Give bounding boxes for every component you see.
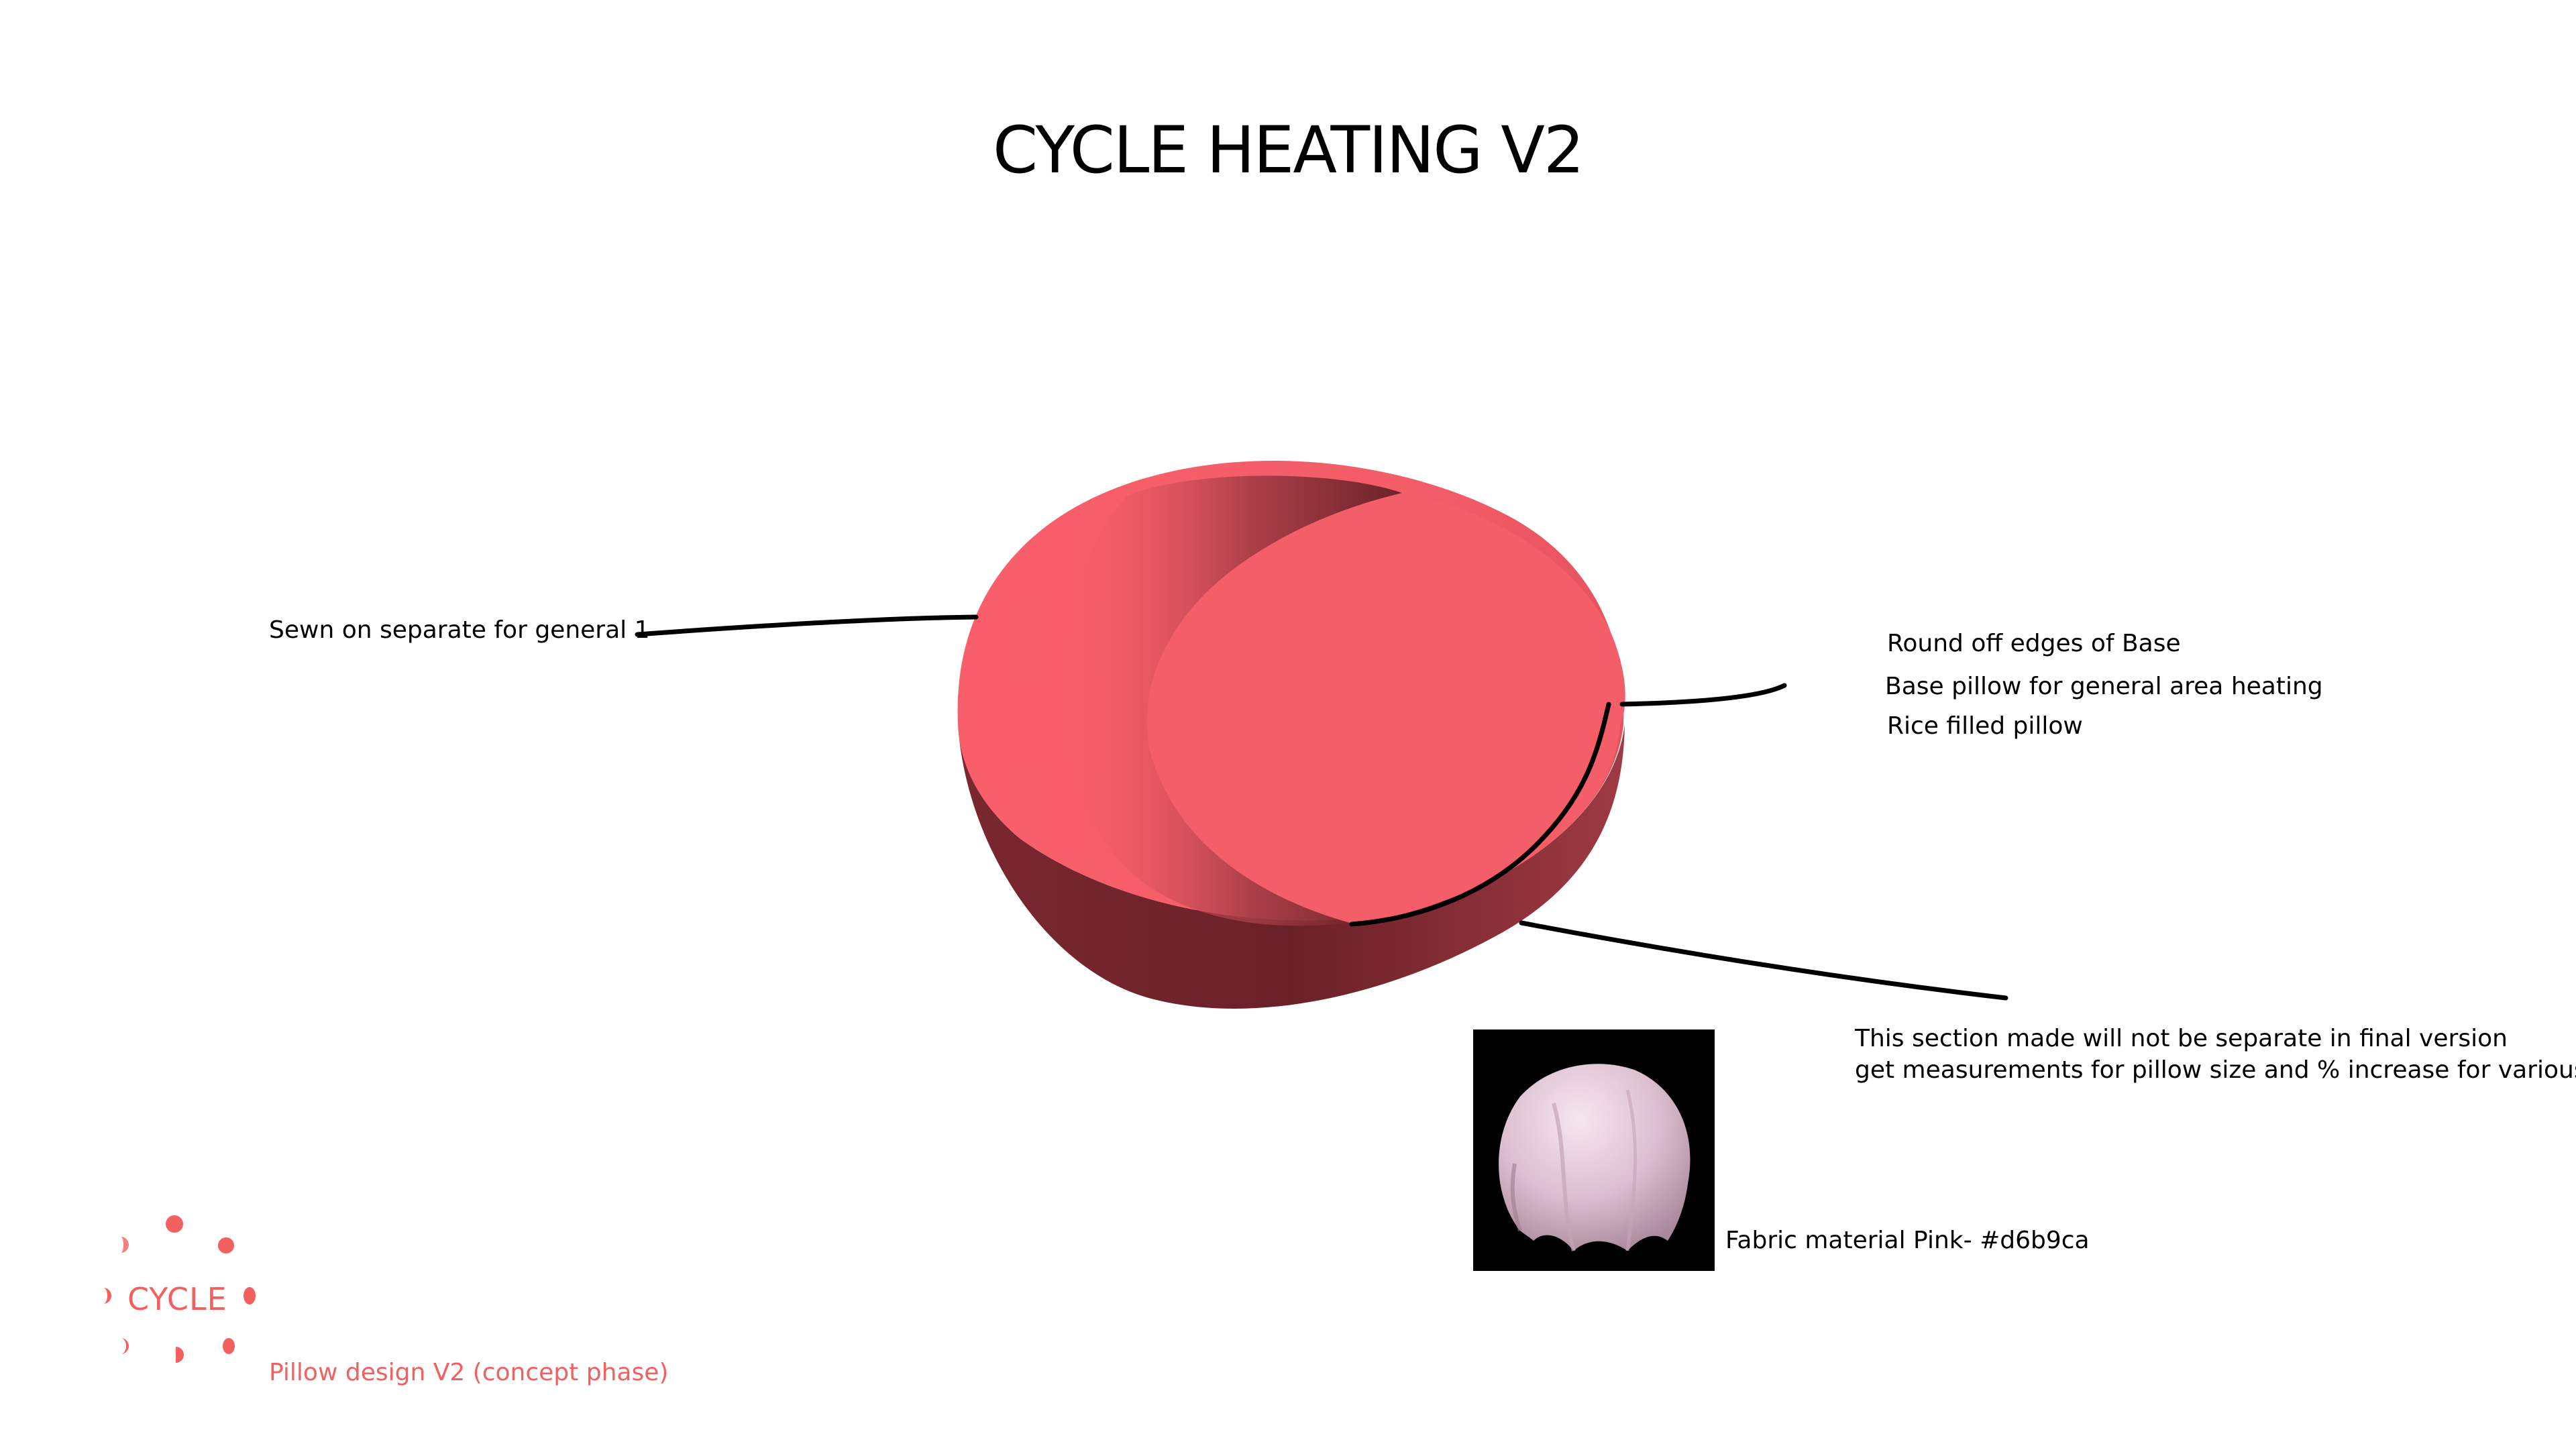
- annotation-rice-filled: Rice filled pillow: [1887, 712, 2083, 740]
- footer-caption: Pillow design V2 (concept phase): [269, 1359, 669, 1386]
- annotation-sewn-on: Sewn on separate for general 1: [269, 616, 650, 644]
- draped-fabric-icon: [1499, 1064, 1690, 1251]
- cycle-moon-phases-icon: [103, 1215, 256, 1363]
- annotation-fabric-material: Fabric material Pink- #d6b9ca: [1725, 1227, 2090, 1254]
- logo-wordmark: CYCLE: [127, 1281, 227, 1317]
- cycle-logo: CYCLE: [94, 1207, 268, 1388]
- annotation-section-line-2: get measurements for pillow size and % i…: [1855, 1056, 2576, 1084]
- annotation-round-off: Round off edges of Base: [1887, 630, 2181, 657]
- leader-line-sewn: [635, 614, 979, 637]
- annotation-section-line-1: This section made will not be separate i…: [1855, 1025, 2508, 1052]
- page-title: CYCLE HEATING V2: [993, 113, 1585, 188]
- seam-contour-line: [1349, 702, 1611, 927]
- pillow-inner-top: [1146, 493, 1625, 924]
- pillow-groove-shadow: [1065, 476, 1402, 926]
- pillow-base-side: [958, 724, 1625, 1009]
- fabric-sample-image: [1473, 1029, 1715, 1271]
- leader-line-section: [1519, 920, 2008, 1001]
- leader-line-base: [1619, 683, 1787, 707]
- annotation-base-pillow: Base pillow for general area heating: [1885, 673, 2323, 700]
